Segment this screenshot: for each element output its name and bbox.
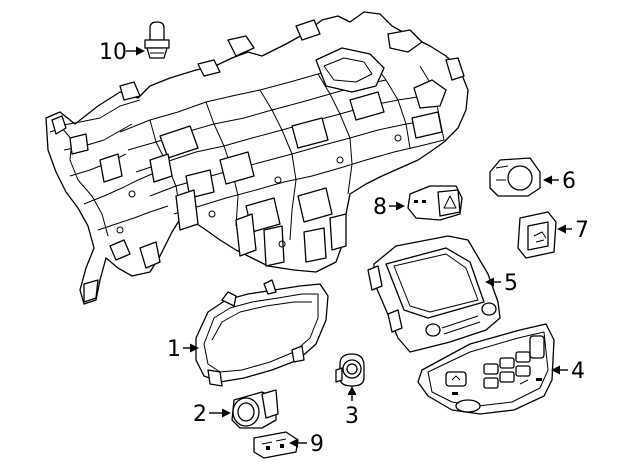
- part-6-switch: [489, 157, 541, 197]
- callout-label: 7: [575, 218, 589, 243]
- callout-label: 9: [310, 432, 324, 457]
- callout-9: 9: [289, 432, 324, 457]
- callout-7: 7: [557, 218, 589, 243]
- part-5-radio-display: [367, 235, 501, 353]
- callout-10: 10: [99, 40, 145, 65]
- part-3-ignition-switch: [335, 353, 365, 387]
- part-10-bulb: [144, 21, 170, 59]
- callout-label: 10: [99, 40, 127, 65]
- callout-label: 6: [562, 169, 576, 194]
- part-4-hvac-control: [417, 323, 555, 415]
- part-8-hazard-switch: [407, 185, 463, 221]
- callout-label: 8: [373, 195, 387, 220]
- callout-2: 2: [193, 402, 231, 427]
- part-7-switch: [517, 211, 557, 259]
- callout-5: 5: [485, 271, 518, 296]
- callout-6: 6: [543, 169, 576, 194]
- callout-4: 4: [551, 359, 585, 384]
- callout-3: 3: [345, 386, 359, 429]
- callout-label: 2: [193, 402, 207, 427]
- callout-8: 8: [373, 195, 405, 220]
- callout-label: 5: [504, 271, 518, 296]
- callout-label: 1: [167, 337, 181, 362]
- callout-label: 3: [345, 404, 359, 429]
- callout-label: 4: [571, 359, 585, 384]
- part-2-headlamp-switch: [231, 389, 279, 429]
- part-1-instrument-cluster: [195, 279, 329, 387]
- callout-1: 1: [167, 337, 199, 362]
- part-9-switch: [253, 431, 299, 459]
- instrument-panel-frame: [45, 11, 469, 305]
